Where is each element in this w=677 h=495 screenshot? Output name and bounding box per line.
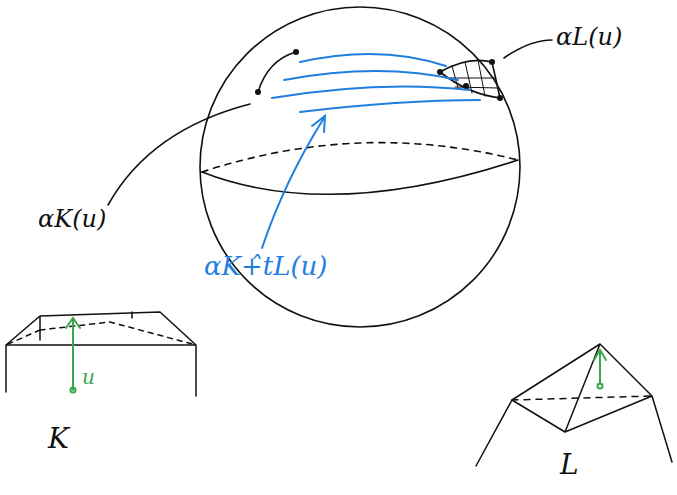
body-label: K	[48, 424, 69, 455]
hatching	[446, 60, 498, 96]
callout-label: αK(u)	[38, 206, 106, 232]
equator-back	[202, 143, 518, 172]
sphere	[200, 7, 520, 327]
leader-line	[504, 40, 552, 58]
equator-front	[202, 160, 518, 194]
alpha-k-arc	[258, 52, 296, 92]
alpha-l-region	[440, 60, 500, 98]
callout-label: αL(u)	[556, 24, 622, 50]
body-label: L	[560, 450, 579, 481]
leader-line	[108, 104, 250, 205]
vector-label: u	[82, 366, 95, 388]
callout-label: αK+̂tL(u)	[204, 252, 328, 281]
